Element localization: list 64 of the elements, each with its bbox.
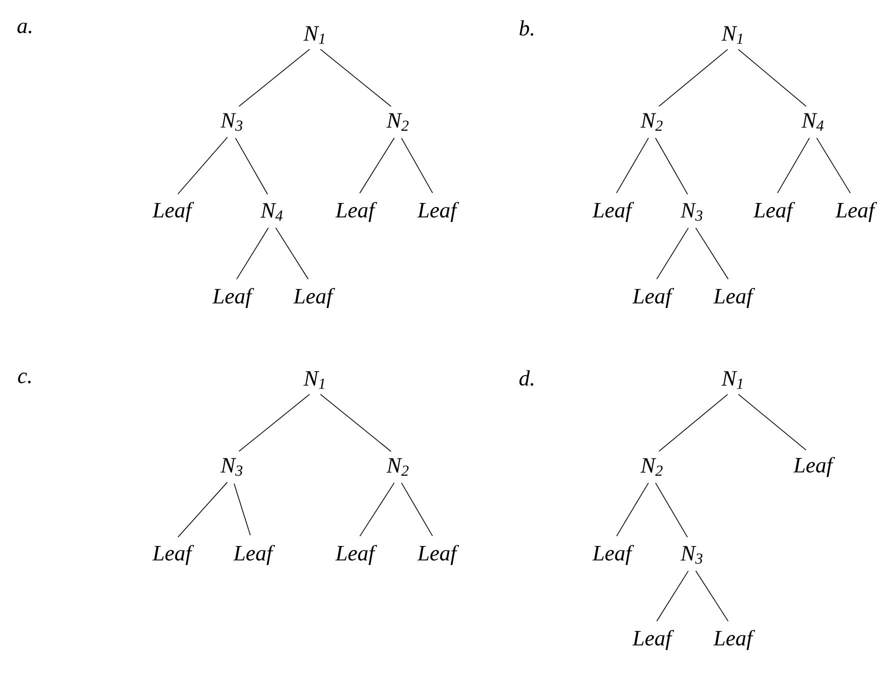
tree-node-label: Leaf: [793, 456, 835, 478]
tree-edge: [738, 49, 806, 107]
tree-node-label: Leaf: [335, 202, 377, 222]
tree-edge: [275, 227, 309, 280]
tree-node-label: N$_{2}$: [386, 113, 409, 131]
tree-edge: [656, 228, 689, 280]
tree-node-label: N$_{3}$: [220, 458, 242, 476]
tree-node-label: N$_{4}$: [801, 113, 824, 131]
tree-edge: [359, 137, 395, 194]
tree-edge: [656, 570, 689, 622]
tree-edge: [236, 227, 269, 280]
tree-edge: [616, 482, 649, 536]
tree-node-label: Leaf: [335, 544, 377, 566]
tree-edge: [359, 482, 395, 537]
tree-node-label: N$_{1}$: [303, 371, 324, 389]
tree-edge: [235, 138, 268, 195]
panel-letter: d.: [519, 370, 534, 386]
tree-edge: [777, 138, 810, 194]
tree-edge: [738, 394, 806, 450]
tree-edge: [695, 228, 729, 280]
tree-edge: [320, 394, 392, 452]
tree-edge: [658, 394, 728, 452]
tree-edge: [178, 482, 228, 538]
tree-edge: [238, 48, 310, 107]
tree-node-label: N$_{2}$: [640, 458, 663, 476]
tree-node-label: Leaf: [713, 630, 755, 650]
tree-node-label: Leaf: [632, 630, 674, 650]
panel-letter: c.: [18, 372, 31, 384]
tree-node-label: N$_{3}$: [680, 203, 702, 221]
tree-node-label: Leaf: [417, 544, 459, 566]
tree-node-label: Leaf: [152, 544, 194, 566]
tree-node-label: Leaf: [713, 288, 755, 308]
tree-edge: [658, 49, 728, 107]
tree-node-label: Leaf: [293, 288, 335, 308]
panel-letter: b.: [520, 20, 534, 36]
panel-letter: a.: [17, 22, 32, 34]
tree-node-label: Leaf: [592, 544, 634, 566]
tree-edge: [234, 483, 251, 536]
tree-edge: [238, 394, 310, 452]
tree-edge: [616, 138, 649, 194]
tree-node-label: Leaf: [212, 288, 254, 308]
tree-node-label: N$_{1}$: [721, 26, 742, 44]
tree-node-label: Leaf: [417, 202, 459, 222]
tree-node-label: N$_{1}$: [721, 371, 742, 389]
tree-node-label: N$_{3}$: [220, 113, 242, 131]
tree-node-label: Leaf: [632, 288, 674, 308]
tree-node-label: Leaf: [835, 202, 877, 222]
tree-node-label: N$_{2}$: [640, 113, 663, 131]
tree-node-label: Leaf: [152, 202, 194, 222]
tree-edge: [401, 482, 433, 536]
tree-node-label: N$_{3}$: [680, 546, 702, 564]
tree-node-label: Leaf: [592, 202, 634, 222]
tree-node-label: N$_{4}$: [260, 203, 283, 221]
tree-edge: [816, 138, 851, 194]
tree-node-label: Leaf: [233, 544, 275, 566]
tree-node-label: N$_{2}$: [386, 458, 409, 476]
tree-edge: [695, 570, 729, 622]
tree-edge: [401, 138, 433, 194]
tree-edge: [320, 48, 392, 107]
tree-node-label: Leaf: [753, 202, 795, 222]
tree-node-label: N$_{1}$: [303, 26, 324, 44]
tree-edge: [655, 138, 688, 195]
tree-edge: [178, 136, 228, 194]
tree-edge: [655, 482, 688, 538]
